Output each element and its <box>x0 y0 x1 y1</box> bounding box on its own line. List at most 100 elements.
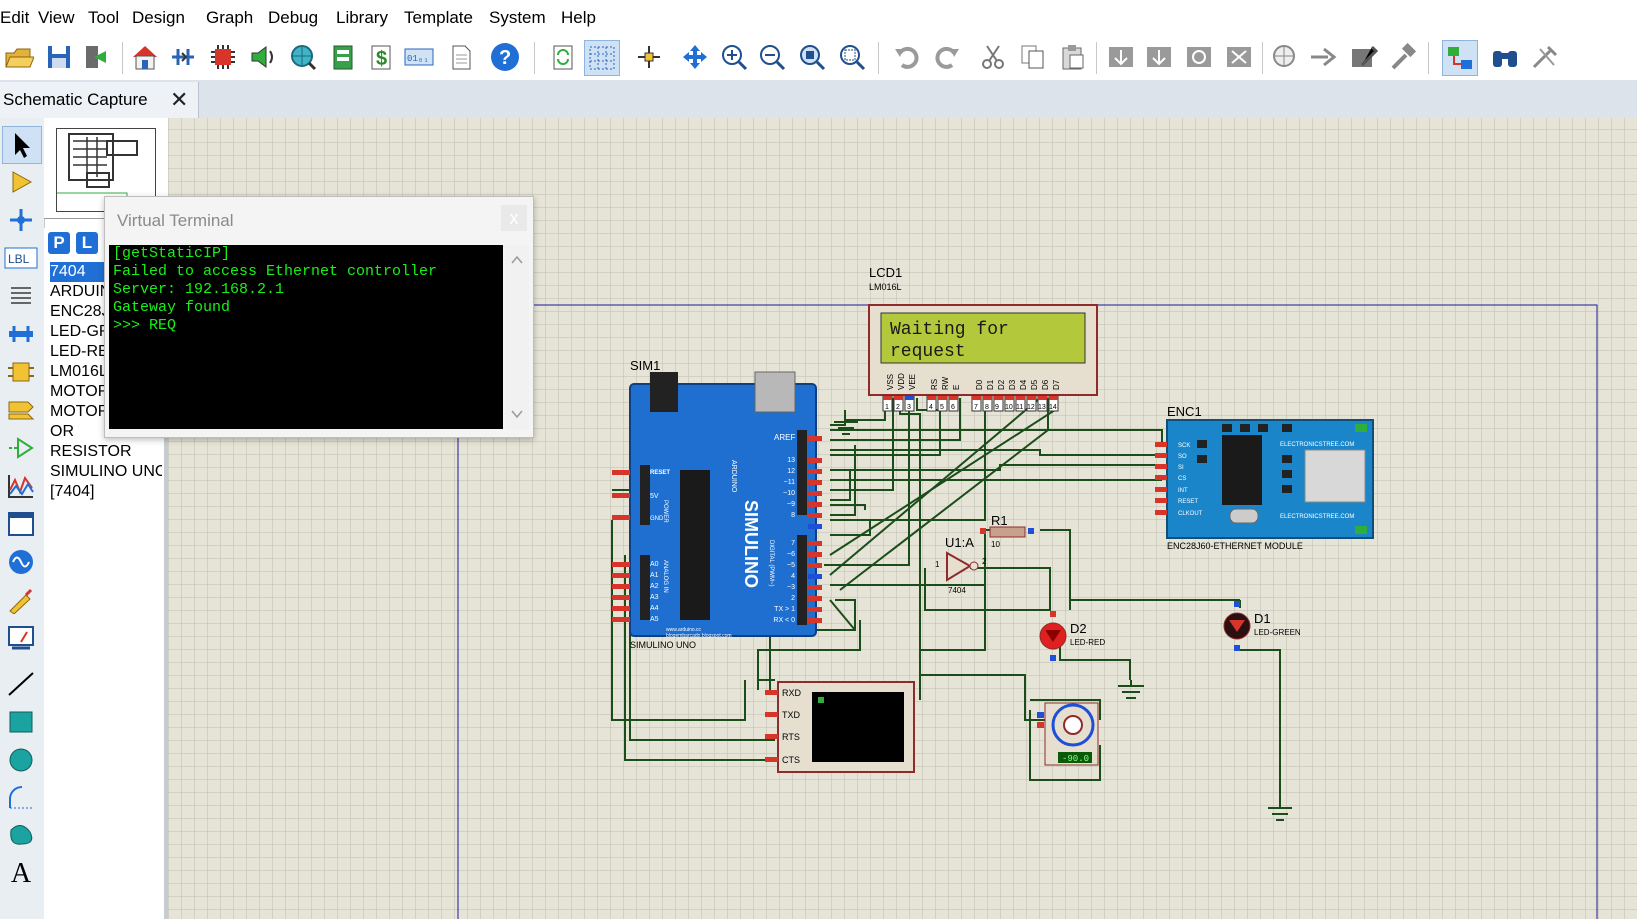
motor-component[interactable]: -90.0 <box>1037 702 1099 766</box>
junction-mode-icon[interactable] <box>2 202 40 238</box>
device-item[interactable]: SIMULINO UNO <box>50 463 162 480</box>
menu-tool[interactable]: Tool <box>88 8 120 27</box>
virtual-terminal-window[interactable]: Virtual Terminal x [getStaticIP] Failed … <box>104 196 534 438</box>
menu-template[interactable]: Template <box>404 8 473 27</box>
menu-design[interactable]: Design <box>132 8 185 27</box>
netlist-icon[interactable] <box>1442 40 1478 76</box>
speaker-icon[interactable] <box>246 40 280 74</box>
device-item[interactable]: LM016L <box>50 363 108 380</box>
generator-mode-icon[interactable] <box>2 544 40 580</box>
wire-label-mode-icon[interactable]: LBL <box>2 240 40 276</box>
box-tool-icon[interactable] <box>2 704 40 740</box>
inverter-u1[interactable]: U1:A 1 2 7404 <box>935 535 987 595</box>
text-script-mode-icon[interactable] <box>2 278 40 314</box>
device-item[interactable]: [7404] <box>50 483 95 500</box>
chip-icon[interactable] <box>206 40 240 74</box>
virtual-terminal-component[interactable]: RXD TXD RTS CTS <box>765 681 915 773</box>
refresh-icon[interactable] <box>546 40 580 74</box>
grid-icon[interactable] <box>584 40 620 76</box>
device-pins-mode-icon[interactable] <box>2 430 40 466</box>
document-icon[interactable] <box>444 40 478 74</box>
binary-icon[interactable]: 01₀₁ <box>402 40 436 74</box>
menu-view[interactable]: View <box>38 8 75 27</box>
bom-icon[interactable] <box>326 40 360 74</box>
block-rotate-icon[interactable] <box>1182 40 1216 74</box>
tape-recorder-mode-icon[interactable] <box>2 506 40 542</box>
graph-mode-icon[interactable] <box>2 468 40 504</box>
svg-text:9: 9 <box>995 404 999 411</box>
menu-help[interactable]: Help <box>561 8 596 27</box>
home-icon[interactable] <box>128 40 162 74</box>
terminals-mode-icon[interactable] <box>2 392 40 428</box>
device-item[interactable]: MOTOR <box>50 403 110 420</box>
copy-icon[interactable] <box>1016 40 1050 74</box>
menu-edit[interactable]: Edit <box>0 8 30 27</box>
svg-text:A5: A5 <box>650 616 659 623</box>
path-tool-icon[interactable] <box>2 818 40 854</box>
make-device-icon[interactable] <box>1306 40 1340 74</box>
zoom-out-icon[interactable] <box>756 40 790 74</box>
svg-text:blogembarcado.blogspot.com: blogembarcado.blogspot.com <box>666 633 732 639</box>
led-red-d2[interactable]: D2 LED-RED <box>1039 611 1105 661</box>
block-move-icon[interactable] <box>1142 40 1176 74</box>
svg-text:U1:A: U1:A <box>945 535 974 550</box>
subcircuit-mode-icon[interactable] <box>2 354 40 390</box>
pick-device-icon[interactable] <box>1268 40 1302 74</box>
device-item[interactable]: LED-RED <box>50 343 121 360</box>
enc28j60-module[interactable]: ENC1 ELECTRONICSTREE.COM ELECTRONICSTREE… <box>1155 404 1374 551</box>
close-icon[interactable]: ✕ <box>170 87 189 112</box>
menu-library[interactable]: Library <box>336 8 388 27</box>
save-icon[interactable] <box>42 40 76 74</box>
menu-system[interactable]: System <box>489 8 546 27</box>
pick-devices-button[interactable]: P <box>48 232 70 254</box>
text-tool-icon[interactable]: A <box>10 858 32 889</box>
device-item[interactable]: OR <box>50 423 74 440</box>
terminal-output[interactable]: [getStaticIP] Failed to access Ethernet … <box>109 245 503 429</box>
lcd-pin-label: D7 <box>1052 379 1061 390</box>
line-tool-icon[interactable] <box>2 666 40 702</box>
terminal-scrollbar[interactable] <box>505 245 529 429</box>
zoom-area-icon[interactable] <box>836 40 870 74</box>
lcd-model: LM016L <box>869 282 902 292</box>
open-icon[interactable] <box>2 40 36 74</box>
globe-icon[interactable] <box>286 40 320 74</box>
led-green-d1[interactable]: D1 LED-GREEN <box>1223 601 1301 651</box>
library-manager-button[interactable]: L <box>76 232 98 254</box>
component-mode-icon[interactable] <box>2 164 40 200</box>
pan-icon[interactable] <box>678 40 712 74</box>
lcd-display[interactable]: Waiting for request LCD1 LM016L VSS VDD … <box>868 265 1098 412</box>
circle-tool-icon[interactable] <box>2 742 40 778</box>
resistor-r1[interactable]: R1 10 <box>980 513 1034 549</box>
close-icon[interactable]: x <box>501 205 527 231</box>
menu-graph[interactable]: Graph <box>206 8 254 27</box>
selection-mode-icon[interactable] <box>2 126 42 164</box>
arc-tool-icon[interactable] <box>2 780 40 816</box>
device-item[interactable]: MOTOR <box>50 383 110 400</box>
help-icon[interactable]: ? <box>488 40 522 74</box>
packaging-icon[interactable] <box>1346 40 1380 74</box>
block-copy-icon[interactable] <box>1104 40 1138 74</box>
cut-icon[interactable] <box>976 40 1010 74</box>
zoom-all-icon[interactable] <box>796 40 830 74</box>
undo-icon[interactable] <box>890 40 924 74</box>
tab-schematic-capture[interactable]: Schematic Capture ✕ <box>0 82 199 118</box>
origin-icon[interactable] <box>632 40 666 74</box>
bus-mode-icon[interactable] <box>2 316 40 352</box>
menu-debug[interactable]: Debug <box>268 8 319 27</box>
redo-icon[interactable] <box>930 40 964 74</box>
paste-icon[interactable] <box>1056 40 1090 74</box>
dollar-icon[interactable]: $ <box>364 40 398 74</box>
svg-text:A3: A3 <box>650 594 659 601</box>
block-delete-icon[interactable] <box>1222 40 1256 74</box>
import-icon[interactable] <box>80 40 114 74</box>
virtual-instruments-icon[interactable] <box>2 620 40 656</box>
overview-window[interactable] <box>44 118 164 219</box>
search-binoculars-icon[interactable] <box>1488 40 1522 74</box>
device-item[interactable]: RESISTOR <box>50 443 132 460</box>
simulino-uno-board[interactable]: SIM1 AREF RESET 5V GND POWER ANALOG IN A… <box>612 358 822 650</box>
zoom-in-icon[interactable] <box>718 40 752 74</box>
component-icon[interactable] <box>166 40 200 74</box>
hammer-icon[interactable] <box>1386 40 1420 74</box>
voltage-probe-icon[interactable] <box>2 582 40 618</box>
property-tool-icon[interactable] <box>1528 40 1562 74</box>
